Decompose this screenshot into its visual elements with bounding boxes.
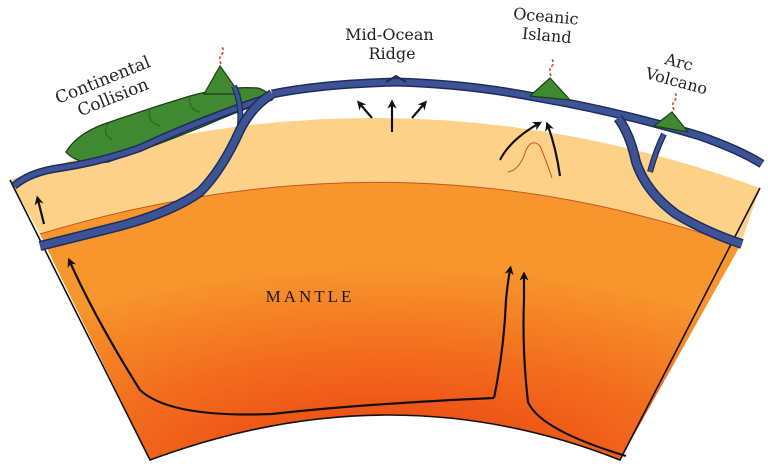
label-mantle: MANTLE bbox=[266, 287, 355, 306]
label-arc-volcano: Arc Volcano bbox=[643, 45, 715, 98]
label-oceanic-island: Oceanic Island bbox=[511, 4, 585, 48]
lava-plume-left bbox=[220, 46, 224, 64]
label-mid-ocean-ridge: Mid-Ocean Ridge bbox=[345, 25, 439, 63]
ridge-arrow-right bbox=[412, 104, 424, 118]
mantle-region bbox=[40, 182, 740, 460]
lava-plume-island bbox=[550, 58, 554, 76]
lava-plume-arc bbox=[673, 92, 677, 110]
ridge-arrow-left bbox=[360, 104, 372, 118]
oceanic-island-volcano bbox=[530, 78, 570, 100]
